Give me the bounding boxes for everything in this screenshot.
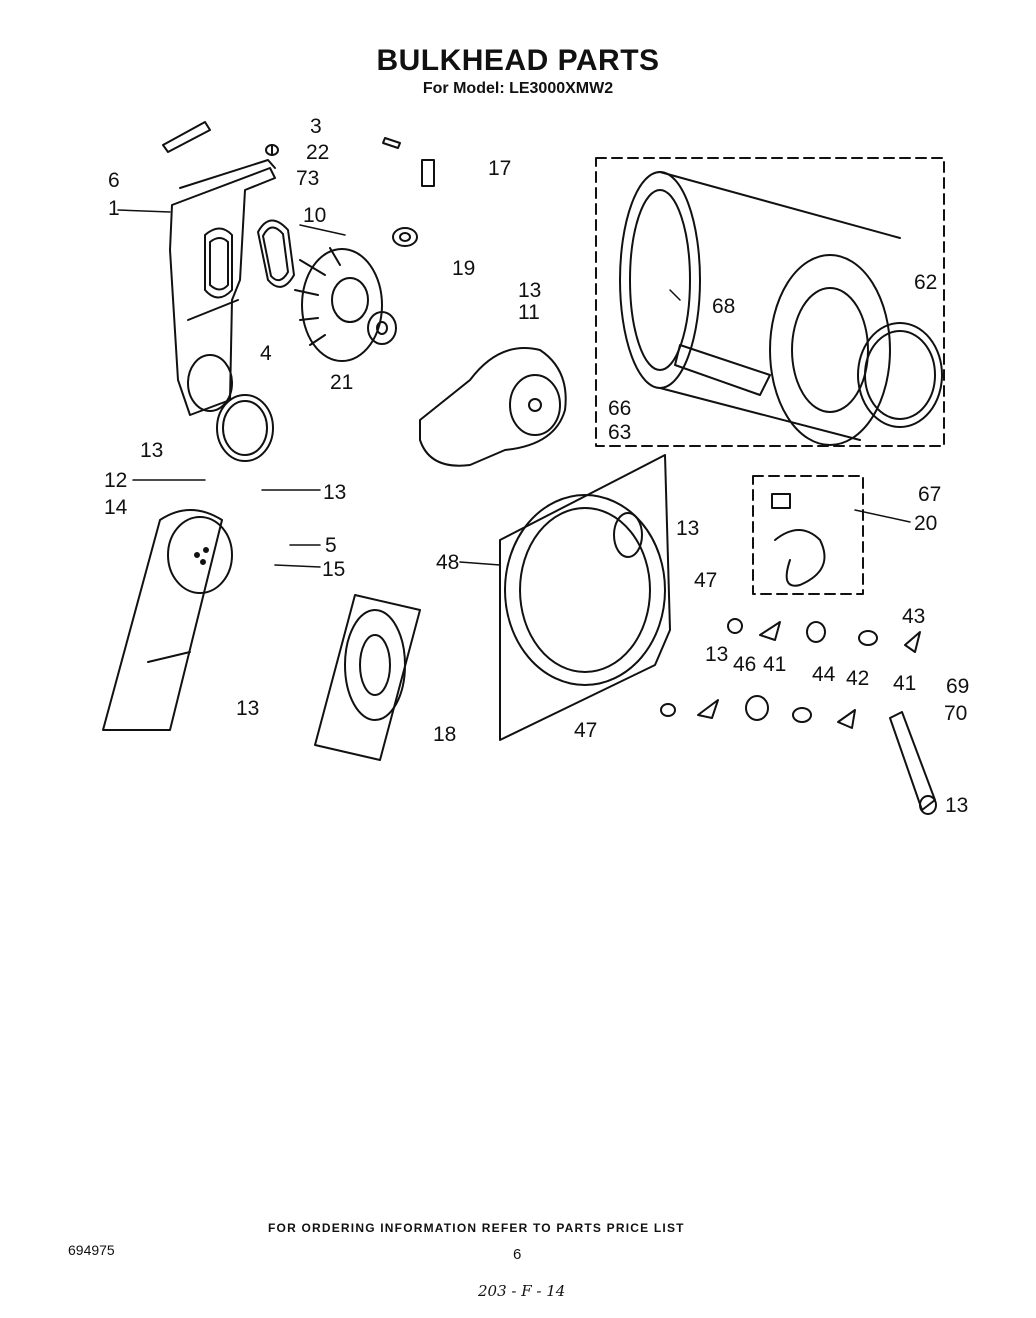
callout-63: 63: [608, 421, 632, 444]
heater-element-18: [314, 594, 421, 761]
callout-13-e: 13: [705, 643, 729, 666]
callout-13-c: 13: [323, 481, 347, 504]
callout-70: 70: [944, 702, 968, 725]
bearing-19: [392, 227, 418, 247]
callout-66: 66: [608, 397, 632, 420]
callout-12: 12: [104, 469, 128, 492]
callout-46: 46: [733, 653, 757, 676]
callout-13-g: 13: [236, 697, 260, 720]
callout-19: 19: [452, 257, 476, 280]
callout-13-d: 13: [676, 517, 700, 540]
belt-guard-14: [102, 509, 233, 731]
callout-3: 3: [310, 115, 322, 138]
callout-73: 73: [296, 167, 320, 190]
rear-bulkhead-panel: [169, 159, 276, 416]
callout-4: 4: [260, 342, 272, 365]
fastener-3: [265, 144, 279, 156]
trim-strip: [162, 121, 211, 153]
callout-20: 20: [914, 512, 938, 535]
callout-15: 15: [322, 558, 346, 581]
callout-67: 67: [918, 483, 942, 506]
ordering-info-footer: FOR ORDERING INFORMATION REFER TO PARTS …: [268, 1221, 685, 1235]
callout-1: 1: [108, 197, 120, 220]
bracket-69: [889, 711, 937, 815]
callout-17: 17: [488, 157, 512, 180]
callout-48: 48: [436, 551, 460, 574]
drum-assembly-67: [595, 157, 945, 447]
seal-73: [257, 219, 295, 288]
callout-13-f: 13: [945, 794, 969, 817]
callout-43: 43: [902, 605, 926, 628]
callout-21: 21: [330, 371, 354, 394]
callout-41-a: 41: [763, 653, 787, 676]
handwritten-note: 203 - F - 14: [478, 1282, 566, 1300]
callout-47-b: 47: [574, 719, 598, 742]
callout-68: 68: [712, 295, 736, 318]
callout-44: 44: [812, 663, 836, 686]
callout-62: 62: [914, 271, 938, 294]
callout-47-a: 47: [694, 569, 718, 592]
front-bulkhead-48: [499, 454, 671, 741]
roller-hardware: [660, 618, 921, 729]
leader-lines: [117, 209, 911, 568]
callout-41-b: 41: [893, 672, 917, 695]
seal-4: [216, 394, 274, 462]
blower-fan-10: [294, 247, 383, 362]
callout-11: 11: [518, 301, 540, 324]
screw-22: [382, 137, 401, 149]
callout-22: 22: [306, 141, 330, 164]
callout-14: 14: [104, 496, 128, 519]
drum-seal-62: [857, 322, 943, 428]
model-subtitle: For Model: LE3000XMW2: [422, 80, 614, 97]
callout-10: 10: [303, 204, 327, 227]
callout-18: 18: [433, 723, 457, 746]
felt-seal-21: [367, 311, 397, 345]
wiring-kit-20: [752, 475, 864, 595]
callout-13-b: 13: [140, 439, 164, 462]
callout-69: 69: [946, 675, 970, 698]
page-number: 6: [513, 1246, 522, 1263]
clip-17: [421, 159, 435, 187]
document-number: 694975: [68, 1242, 115, 1258]
callout-6: 6: [108, 169, 120, 192]
callout-13-a: 13: [518, 279, 542, 302]
page-title: BULKHEAD PARTS: [376, 44, 660, 77]
callout-5: 5: [325, 534, 337, 557]
blower-housing-11: [419, 347, 567, 467]
callout-42: 42: [846, 667, 870, 690]
